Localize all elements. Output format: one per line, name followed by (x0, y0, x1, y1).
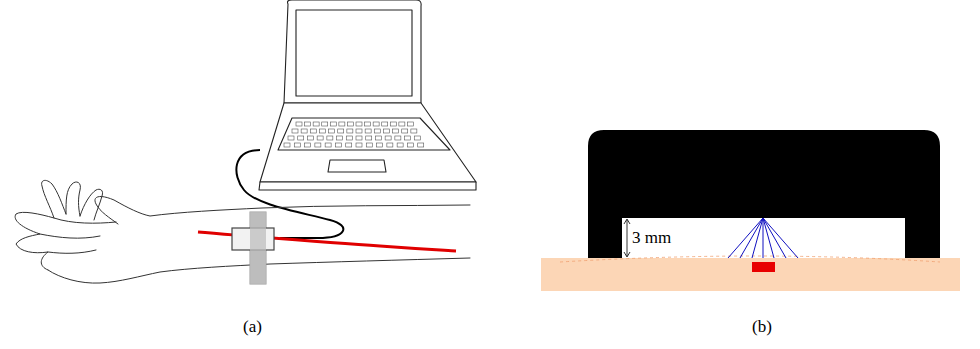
key (393, 129, 399, 133)
key (377, 143, 383, 147)
key (382, 122, 388, 126)
key (284, 143, 290, 147)
key (402, 129, 408, 133)
key (407, 122, 413, 126)
sensor-housing (588, 130, 940, 258)
key (390, 122, 396, 126)
key (338, 129, 344, 133)
key (288, 136, 294, 140)
key (411, 129, 417, 133)
key (335, 143, 341, 147)
key (327, 136, 333, 140)
key (385, 136, 391, 140)
panel-label: (a) (243, 318, 262, 335)
key (373, 122, 379, 126)
light-ray (763, 218, 764, 258)
key (305, 122, 311, 126)
key (305, 143, 311, 147)
vessel-section (752, 262, 775, 272)
key (319, 129, 325, 133)
key (292, 129, 298, 133)
key (347, 122, 353, 126)
key (310, 129, 316, 133)
light-ray (728, 218, 763, 258)
key (325, 143, 331, 147)
key (375, 136, 381, 140)
key (405, 136, 411, 140)
dimension-label: 3 mm (632, 229, 671, 246)
light-rays (728, 218, 798, 258)
laptop (259, 0, 476, 190)
strap (250, 212, 266, 284)
arm (15, 180, 470, 283)
key (407, 143, 413, 147)
key (414, 136, 420, 140)
key (356, 129, 362, 133)
key (330, 122, 336, 126)
key (317, 136, 323, 140)
key (346, 136, 352, 140)
key (366, 136, 372, 140)
key (374, 129, 380, 133)
key (365, 129, 371, 133)
panel-label: (b) (752, 318, 772, 335)
key (313, 122, 319, 126)
key (296, 122, 302, 126)
key (397, 143, 403, 147)
light-ray (763, 218, 798, 258)
key (315, 143, 321, 147)
key (339, 122, 345, 126)
keyboard-keys (284, 122, 424, 147)
key (418, 143, 424, 147)
key (329, 129, 335, 133)
key (366, 143, 372, 147)
dimension-arrows (624, 219, 630, 257)
key (356, 143, 362, 147)
key (395, 136, 401, 140)
key (347, 129, 353, 133)
key (301, 129, 307, 133)
key (337, 136, 343, 140)
key (298, 136, 304, 140)
key (294, 143, 300, 147)
key (356, 136, 362, 140)
key (383, 129, 389, 133)
light-ray (752, 218, 763, 258)
key (356, 122, 362, 126)
dimension-line (627, 220, 628, 256)
key (365, 122, 371, 126)
key (346, 143, 352, 147)
light-ray (740, 218, 763, 258)
strap-front (250, 212, 266, 284)
key (307, 136, 313, 140)
light-ray (763, 218, 786, 258)
key (387, 143, 393, 147)
skin (541, 258, 960, 291)
key (322, 122, 328, 126)
key (399, 122, 405, 126)
